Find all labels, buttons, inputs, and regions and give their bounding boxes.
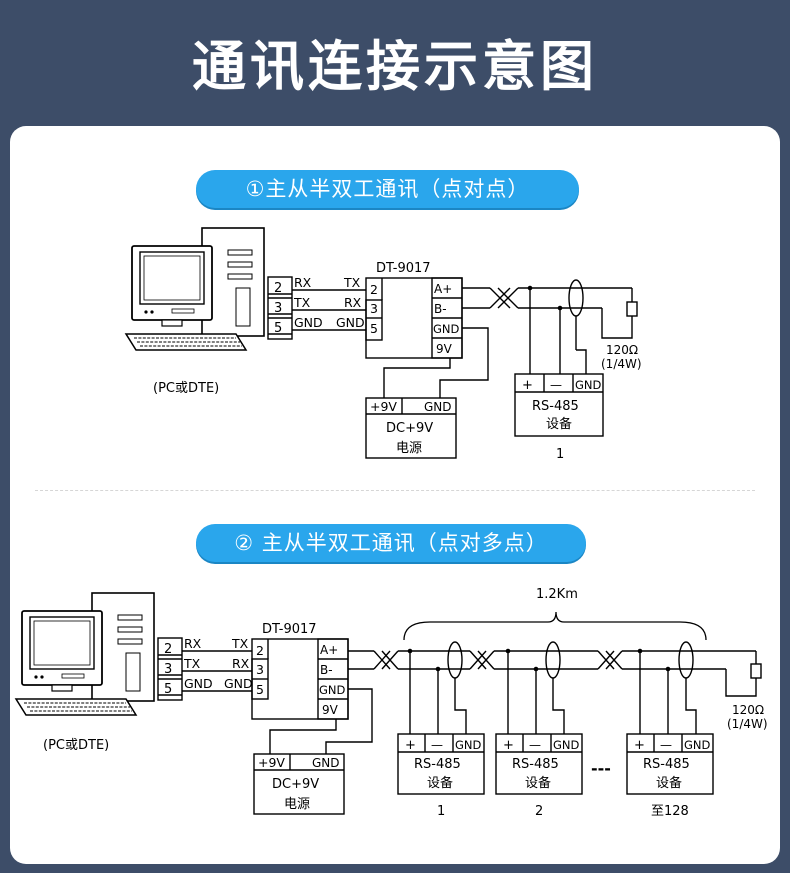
device-label: 设备 [546,416,572,432]
device-name: RS-485 [532,399,579,414]
module-pin-5: 5 [256,682,264,697]
device-index: 1 [556,447,564,462]
psu-label: 电源 [396,441,422,456]
device-term-plus: + [634,738,645,753]
pc-signal-rx: RX [184,636,202,651]
device-name: RS-485 [512,757,559,772]
module-dt9017 [365,277,463,359]
device-label: 设备 [656,775,682,791]
module-pin-3: 3 [370,301,378,316]
pc-connector [157,637,183,701]
pc-signal-gnd: GND [294,315,323,330]
computer-icon [15,592,155,716]
pc-signal-rx: RX [294,275,312,290]
page-title: 通讯连接示意图 [192,35,598,98]
device-index: 2 [535,804,543,819]
section-heading-point-to-point: ①主从半双工通讯（点对点） [196,170,579,208]
module-out-gnd: GND [433,322,460,336]
power-supply [253,753,345,815]
module-out-b: B- [434,302,447,316]
section-divider [35,490,755,491]
device-name: RS-485 [643,757,690,772]
resistor-power: (1/4W) [601,357,642,371]
module-out-gnd: GND [319,683,346,697]
resistor-power: (1/4W) [727,717,768,731]
pc-pin-5: 5 [274,321,282,336]
rs485-device-1: + — GND RS-485 设备 1 [397,733,485,819]
resistor-value: 120Ω [732,703,764,717]
device-term-plus: + [405,738,416,753]
module-out-9v: 9V [322,703,339,717]
device-term-minus: — [431,738,443,752]
pc-label: (PC或DTE) [43,738,109,753]
module-signal-rx: RX [344,295,362,310]
psu-pos: +9V [370,399,397,414]
module-out-9v: 9V [436,342,453,356]
psu-gnd: GND [312,756,340,770]
module-signal-gnd: GND [336,315,365,330]
device-term-plus: + [522,378,533,393]
module-dt9017 [251,638,349,720]
device-term-gnd: GND [684,738,711,752]
psu-name: DC+9V [386,421,433,436]
pc-signal-gnd: GND [184,676,213,691]
pc-pin-5: 5 [164,682,172,697]
computer-icon [125,227,265,351]
module-out-a: A+ [434,282,452,296]
psu-gnd: GND [424,400,452,414]
module-signal-rx: RX [232,656,250,671]
distance-label: 1.2Km [536,587,578,602]
module-out-a: A+ [320,643,338,657]
rs485-device-2: + — GND RS-485 设备 2 [495,733,583,819]
module-pin-3: 3 [256,662,264,677]
psu-pos: +9V [258,755,285,770]
module-name: DT-9017 [376,261,431,276]
module-out-b: B- [320,663,333,677]
module-signal-gnd: GND [224,676,253,691]
section1-diagram: (PC或DTE) 2 3 5 RX TX GND TX RX GND DT-90… [125,227,642,462]
device-term-gnd: GND [455,738,482,752]
pc-connector [267,276,293,340]
pc-signal-tx: TX [293,295,311,310]
device-index: 至128 [651,804,689,819]
pc-signal-tx: TX [183,656,201,671]
pc-pin-2: 2 [164,642,172,657]
module-pin-5: 5 [370,321,378,336]
rs485-device-128: + — GND RS-485 设备 至128 [626,733,714,819]
module-signal-tx: TX [343,275,361,290]
device-term-gnd: GND [553,738,580,752]
device-name: RS-485 [414,757,461,772]
power-supply [365,397,457,459]
device-term-minus: — [660,738,672,752]
module-name: DT-9017 [262,622,317,637]
device-ellipsis: --- [591,759,611,778]
device-term-minus: — [550,378,562,392]
module-signal-tx: TX [231,636,249,651]
pc-pin-2: 2 [274,281,282,296]
psu-label: 电源 [284,797,310,812]
distance-brace [403,611,707,641]
pc-label: (PC或DTE) [153,381,219,396]
device-index: 1 [437,804,445,819]
pc-pin-3: 3 [274,301,282,316]
device-term-minus: — [529,738,541,752]
section-heading-multipoint: ② 主从半双工通讯（点对多点） [196,524,586,562]
resistor-value: 120Ω [606,343,638,357]
device-term-plus: + [503,738,514,753]
rs485-device [514,373,604,437]
device-label: 设备 [427,775,453,791]
module-pin-2: 2 [370,282,378,297]
section2-diagram: (PC或DTE) 2 3 5 RX TX GND TX RX GND DT-90… [15,587,768,819]
device-term-gnd: GND [575,378,602,392]
device-label: 设备 [525,775,551,791]
psu-name: DC+9V [272,777,319,792]
module-pin-2: 2 [256,643,264,658]
pc-pin-3: 3 [164,662,172,677]
